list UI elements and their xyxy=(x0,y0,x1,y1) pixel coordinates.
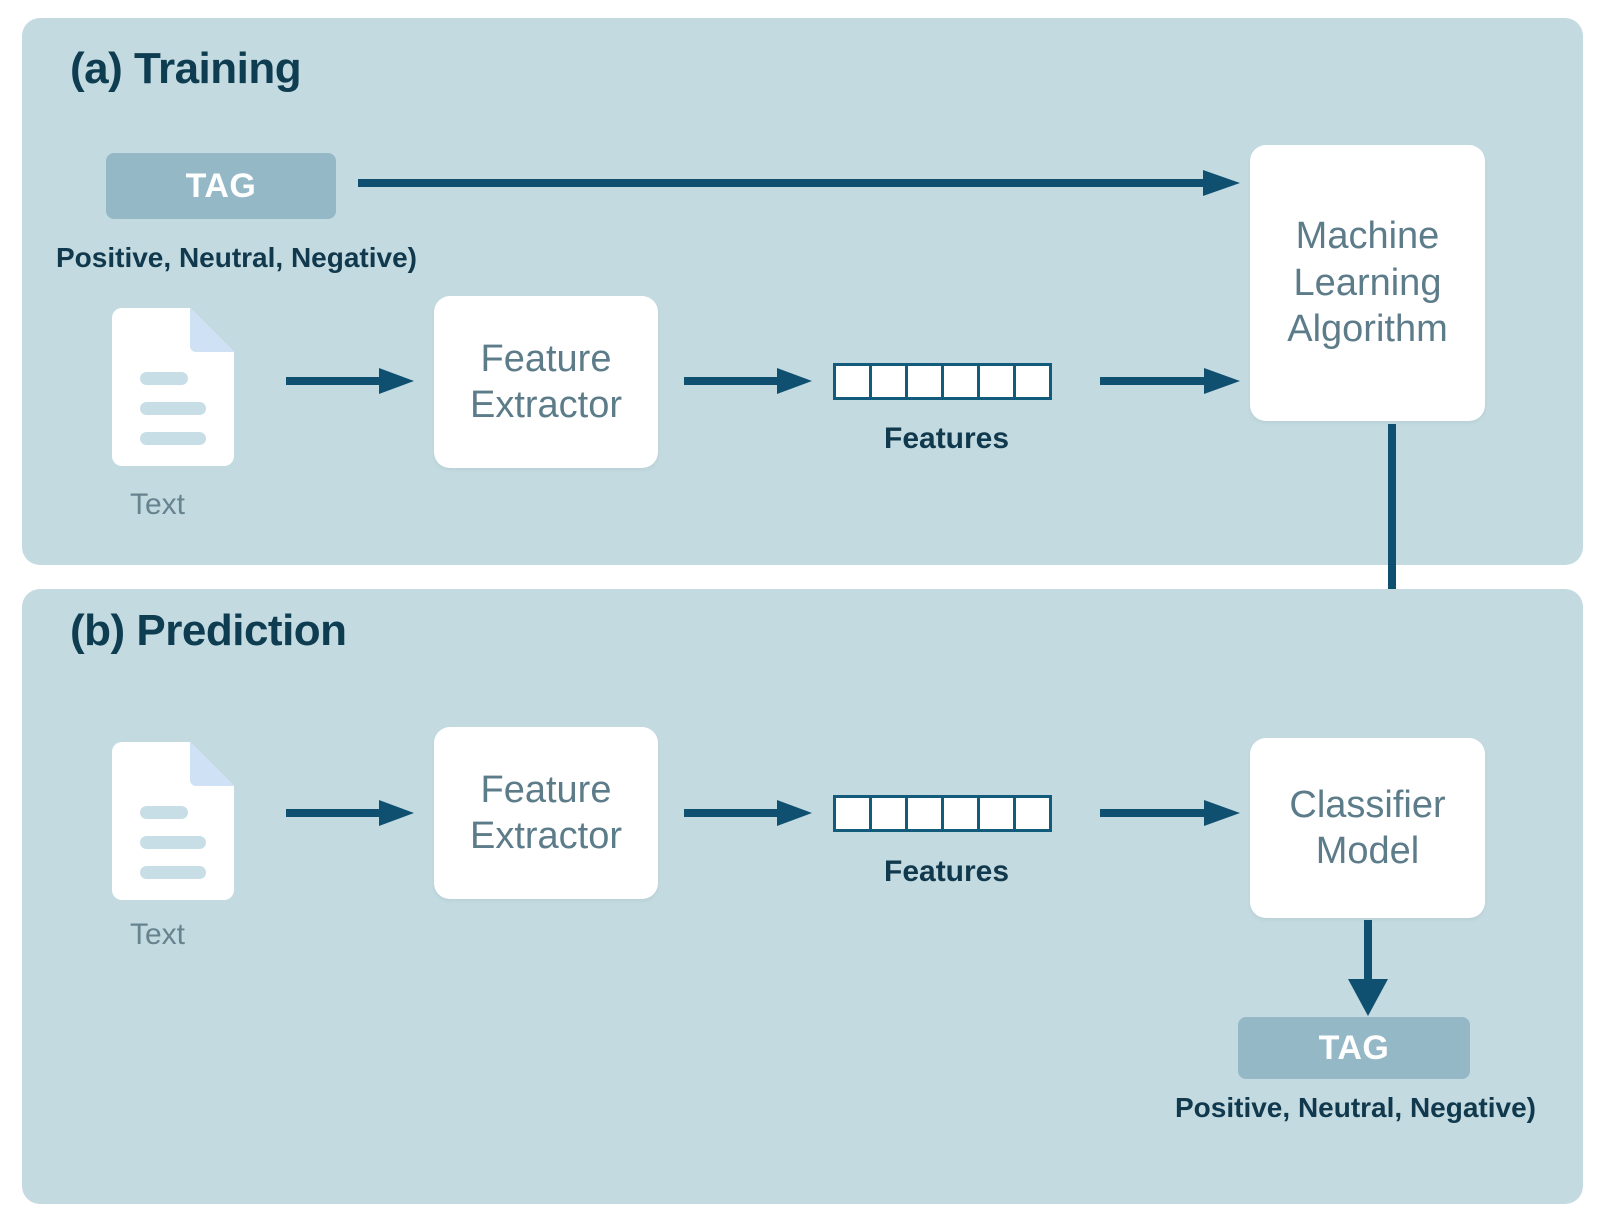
training-feature-cell xyxy=(905,363,944,400)
prediction-feature-extractor-line2: Extractor xyxy=(469,815,623,857)
prediction-text-label: Text xyxy=(130,918,186,951)
arrow-features-to-classifier xyxy=(1100,800,1240,826)
model-line-2: Learning xyxy=(1293,261,1442,304)
arrow-features-to-model xyxy=(1100,368,1240,394)
prediction-feature-cell xyxy=(1013,795,1052,832)
training-features-label: Features xyxy=(884,422,1010,455)
prediction-text-document-icon xyxy=(112,742,234,900)
training-feature-extractor-line1: Feature xyxy=(480,337,612,380)
training-feature-cell xyxy=(869,363,908,400)
arrow-feature-extractor-to-features-prediction xyxy=(684,800,812,826)
panel-training-title: (a) Training xyxy=(70,44,302,93)
arrow-text-to-feature-extractor-prediction xyxy=(286,800,414,826)
panel-prediction-title: (b) Prediction xyxy=(70,606,347,655)
arrow-classifier-to-tag xyxy=(1330,920,1406,1016)
training-feature-extractor-box[interactable]: Feature Extractor xyxy=(434,296,658,468)
training-feature-cell xyxy=(833,363,872,400)
machine-learning-algorithm-box[interactable]: Machine Learning Algorithm xyxy=(1250,145,1485,421)
training-feature-extractor-line2: Extractor xyxy=(469,384,623,426)
training-tag-caption: Positive, Neutral, Negative) xyxy=(56,242,418,273)
classifier-model-box[interactable]: Classifier Model xyxy=(1250,738,1485,918)
arrow-tag-to-model xyxy=(358,170,1240,196)
prediction-feature-cell xyxy=(941,795,980,832)
classifier-line-2: Model xyxy=(1315,830,1420,872)
classifier-line-1: Classifier xyxy=(1289,783,1446,826)
prediction-feature-extractor-line1: Feature xyxy=(480,768,612,811)
training-feature-cell xyxy=(941,363,980,400)
training-feature-cell xyxy=(1013,363,1052,400)
prediction-features-strip xyxy=(833,795,1052,832)
prediction-feature-cell xyxy=(869,795,908,832)
model-line-1: Machine xyxy=(1295,215,1440,258)
training-text-label: Text xyxy=(130,488,186,521)
training-features-strip xyxy=(833,363,1052,400)
prediction-feature-cell xyxy=(977,795,1016,832)
arrow-text-to-feature-extractor xyxy=(286,368,414,394)
prediction-feature-extractor-box[interactable]: Feature Extractor xyxy=(434,727,658,899)
prediction-features-label: Features xyxy=(884,855,1010,888)
training-tag-badge[interactable]: TAG xyxy=(106,153,336,219)
training-text-document-icon xyxy=(112,308,234,466)
arrow-feature-extractor-to-features xyxy=(684,368,812,394)
prediction-tag-caption: Positive, Neutral, Negative) xyxy=(1175,1092,1537,1123)
prediction-feature-cell xyxy=(833,795,872,832)
prediction-tag-badge[interactable]: TAG xyxy=(1238,1017,1470,1079)
training-feature-cell xyxy=(977,363,1016,400)
model-line-3: Algorithm xyxy=(1287,308,1448,351)
prediction-feature-cell xyxy=(905,795,944,832)
